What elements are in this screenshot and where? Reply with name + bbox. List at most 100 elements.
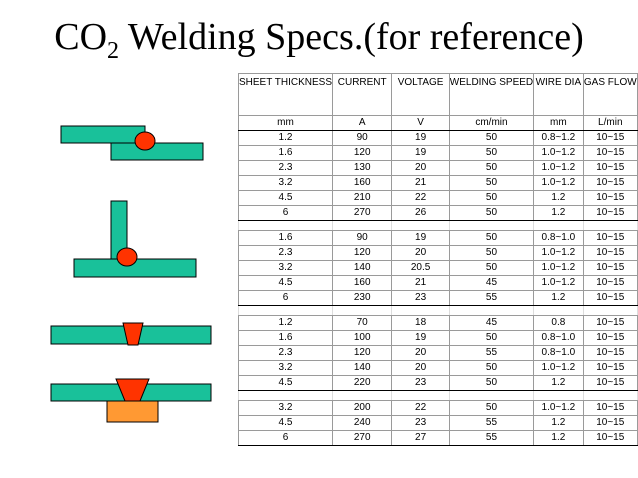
table-cell: 50 — [448, 330, 535, 346]
spacer-cell — [582, 305, 638, 316]
table-cell: 4.5 — [238, 375, 333, 391]
table-cell: 10~15 — [582, 260, 638, 276]
table-cell: 4.5 — [238, 275, 333, 291]
table-cell: 10~15 — [582, 130, 638, 146]
table-cell: 0.8 — [533, 315, 584, 331]
unit-cell: L/min — [582, 115, 638, 131]
table-cell: 3.2 — [238, 260, 333, 276]
table-cell: 3.2 — [238, 175, 333, 191]
table-cell: 1.0~1.2 — [533, 275, 584, 291]
table-cell: 2.3 — [238, 245, 333, 261]
table-cell: 2.3 — [238, 345, 333, 361]
table-cell: 0.8~1.0 — [533, 330, 584, 346]
table-cell: 6 — [238, 290, 333, 306]
backing-strip — [106, 399, 159, 423]
butt-joint-weld-bead — [122, 322, 144, 346]
t-joint-weld-bead — [116, 247, 138, 267]
table-cell: 50 — [448, 145, 535, 161]
table-cell: 20 — [391, 345, 450, 361]
header-label: GAS FLOW — [583, 77, 637, 88]
table-cell: 10~15 — [582, 190, 638, 206]
table-cell: 130 — [331, 160, 393, 176]
table-cell: 10~15 — [582, 230, 638, 246]
spacer-cell — [582, 390, 638, 401]
group-spacer-row — [238, 220, 638, 231]
table-cell: 45 — [448, 315, 535, 331]
table-cell: 23 — [391, 290, 450, 306]
spacer-cell — [331, 305, 393, 316]
table-cell: 10~15 — [582, 360, 638, 376]
header-label: VOLTAGE — [397, 77, 444, 88]
table-cell: 3.2 — [238, 400, 333, 416]
table-cell: 10~15 — [582, 275, 638, 291]
table-cell: 50 — [448, 175, 535, 191]
header-cell: VOLTAGE — [391, 73, 450, 116]
table-cell: 1.2 — [533, 205, 584, 221]
table-cell: 0.8~1.0 — [533, 230, 584, 246]
table-cell: 1.6 — [238, 330, 333, 346]
group-spacer-row — [238, 390, 638, 401]
table-cell: 120 — [331, 345, 393, 361]
table-cell: 50 — [448, 190, 535, 206]
table-cell: 1.0~1.2 — [533, 145, 584, 161]
spacer-cell — [391, 390, 450, 401]
spacer-cell — [533, 305, 584, 316]
table-cell: 1.2 — [533, 190, 584, 206]
table-cell: 21 — [391, 275, 450, 291]
table-cell: 10~15 — [582, 375, 638, 391]
table-cell: 10~15 — [582, 290, 638, 306]
table-cell: 1.2 — [238, 315, 333, 331]
unit-cell: mm — [533, 115, 584, 131]
header-cell: CURRENT — [331, 73, 393, 116]
table-cell: 20 — [391, 360, 450, 376]
table-cell: 26 — [391, 205, 450, 221]
table-cell: 20.5 — [391, 260, 450, 276]
table-cell: 20 — [391, 160, 450, 176]
title-suffix: Welding Specs.(for reference) — [119, 16, 584, 58]
header-label: WIRE DIA — [535, 77, 582, 88]
table-cell: 10~15 — [582, 145, 638, 161]
table-cell: 1.6 — [238, 230, 333, 246]
table-cell: 50 — [448, 260, 535, 276]
table-cell: 10~15 — [582, 175, 638, 191]
table-cell: 70 — [331, 315, 393, 331]
spacer-cell — [448, 220, 535, 231]
table-cell: 27 — [391, 430, 450, 446]
spacer-cell — [391, 305, 450, 316]
table-cell: 220 — [331, 375, 393, 391]
table-cell: 23 — [391, 415, 450, 431]
table-cell: 1.0~1.2 — [533, 260, 584, 276]
table-cell: 270 — [331, 205, 393, 221]
spacer-cell — [448, 390, 535, 401]
table-cell: 120 — [331, 245, 393, 261]
table-cell: 50 — [448, 130, 535, 146]
table-cell: 4.5 — [238, 415, 333, 431]
header-label: SHEET THICKNESS — [239, 77, 332, 88]
table-cell: 2.3 — [238, 160, 333, 176]
lap-joint-bottom-plate — [110, 142, 204, 161]
lap-joint-weld-bead — [134, 131, 156, 151]
table-cell: 6 — [238, 205, 333, 221]
spacer-cell — [331, 390, 393, 401]
t-joint-icon — [73, 200, 197, 278]
title-subscript: 2 — [107, 38, 120, 64]
table-cell: 4.5 — [238, 190, 333, 206]
table-cell: 6 — [238, 430, 333, 446]
header-cell: GAS FLOW — [582, 73, 638, 116]
